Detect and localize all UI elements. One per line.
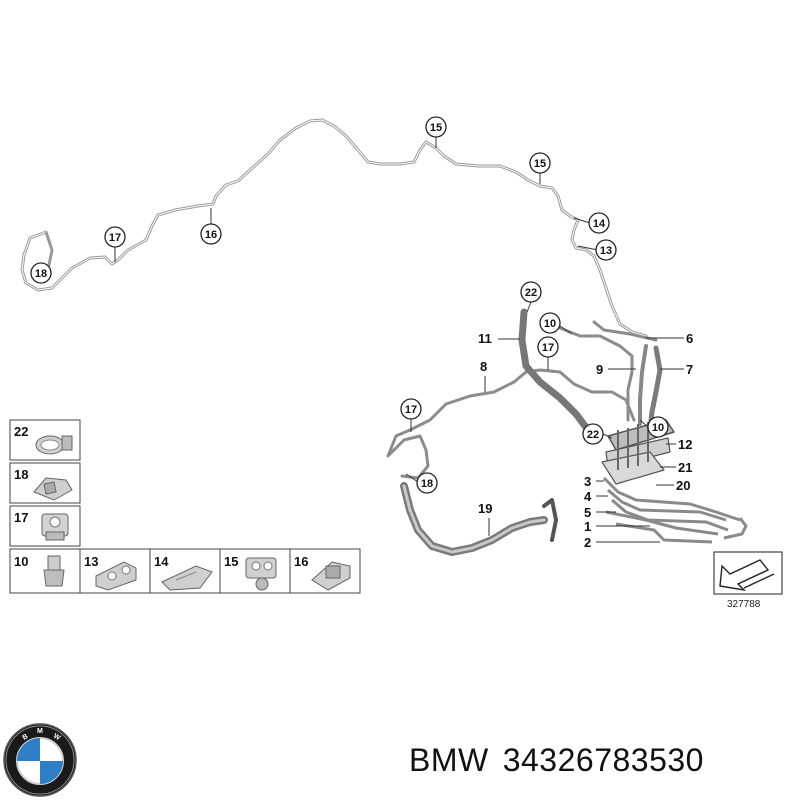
grid-cell-10: 10	[9, 548, 81, 594]
grid-cell-15: 15	[219, 548, 291, 594]
svg-text:16: 16	[205, 229, 217, 241]
bracket-clip-icon	[33, 477, 73, 501]
callout-markers: 15 15 14 13 17 16 18	[30, 116, 669, 494]
arrow-reference-icon	[719, 559, 775, 592]
svg-text:1: 1	[584, 519, 591, 534]
svg-text:4: 4	[584, 489, 592, 504]
svg-text:11: 11	[478, 331, 492, 346]
svg-text:18: 18	[421, 478, 433, 490]
label-11: 11	[478, 331, 520, 346]
svg-text:13: 13	[600, 245, 612, 257]
distribution-block	[601, 419, 748, 544]
middle-brake-pipes	[386, 308, 663, 480]
callout-18-low: 18	[405, 472, 438, 494]
svg-text:5: 5	[584, 505, 591, 520]
svg-text:16: 16	[294, 554, 308, 569]
svg-text:2: 2	[584, 535, 591, 550]
label-1: 1	[584, 519, 650, 534]
svg-text:15: 15	[534, 158, 546, 170]
callout-15-mid: 15	[529, 152, 551, 184]
label-7: 7	[660, 362, 693, 377]
bmw-logo-icon: B M W	[3, 723, 77, 797]
label-20: 20	[656, 478, 690, 493]
svg-text:17: 17	[14, 510, 28, 525]
callout-15-top: 15	[425, 116, 447, 148]
svg-text:22: 22	[525, 287, 537, 299]
part-footer: BMW 34326783530	[409, 742, 718, 779]
svg-text:20: 20	[676, 478, 690, 493]
svg-text:12: 12	[678, 437, 692, 452]
label-19: 19	[478, 501, 492, 536]
svg-text:17: 17	[405, 404, 417, 416]
label-12: 12	[666, 437, 692, 452]
svg-text:6: 6	[686, 331, 693, 346]
svg-text:15: 15	[224, 554, 238, 569]
grid-cell-18: 18	[9, 462, 81, 504]
svg-text:10: 10	[14, 554, 28, 569]
grid-cell-14: 14	[149, 548, 221, 594]
lower-brake-hose	[400, 482, 558, 556]
svg-text:14: 14	[593, 218, 606, 230]
svg-text:19: 19	[478, 501, 492, 516]
callout-13: 13	[577, 239, 617, 261]
label-21: 21	[660, 460, 692, 475]
svg-text:22: 22	[14, 424, 28, 439]
reference-box: 327788	[713, 551, 783, 610]
grommet-icon	[43, 555, 65, 587]
svg-text:9: 9	[596, 362, 603, 377]
svg-text:18: 18	[35, 268, 47, 280]
svg-text:M: M	[37, 728, 43, 735]
label-2: 2	[584, 535, 660, 550]
label-9: 9	[596, 362, 636, 377]
callout-17-left: 17	[104, 226, 126, 262]
pipe-holder-icon	[245, 557, 277, 591]
callout-10-block: 10	[639, 416, 669, 438]
svg-text:10: 10	[652, 422, 664, 434]
clamp-icon	[35, 435, 73, 455]
callout-18-left: 18	[30, 262, 52, 284]
svg-text:3: 3	[584, 474, 591, 489]
grid-cell-17: 17	[9, 505, 81, 547]
label-5: 5	[584, 505, 616, 520]
svg-text:17: 17	[109, 232, 121, 244]
brand-name: BMW	[409, 742, 489, 778]
bracket-icon	[311, 561, 351, 591]
svg-text:B: B	[22, 733, 30, 742]
grid-cell-16: 16	[289, 548, 361, 594]
svg-text:22: 22	[587, 429, 599, 441]
double-clip-icon	[95, 561, 137, 591]
callout-22-block: 22	[582, 423, 613, 445]
parts-grid: 22 18 17	[9, 419, 361, 594]
pipe-clip-icon	[41, 513, 69, 541]
svg-text:7: 7	[686, 362, 693, 377]
svg-text:14: 14	[154, 554, 169, 569]
grid-cell-22: 22	[9, 419, 81, 461]
label-3: 3	[584, 474, 604, 489]
label-4: 4	[584, 489, 608, 504]
callout-10-top: 10	[539, 312, 573, 335]
callout-16: 16	[200, 208, 222, 245]
flat-clip-icon	[161, 565, 213, 591]
label-8: 8	[480, 359, 487, 392]
callout-22-top: 22	[520, 281, 542, 313]
svg-text:18: 18	[14, 467, 28, 482]
svg-text:17: 17	[542, 342, 554, 354]
grid-cell-13: 13	[79, 548, 151, 594]
svg-text:10: 10	[544, 318, 556, 330]
svg-text:13: 13	[84, 554, 98, 569]
reference-number: 327788	[727, 599, 761, 610]
svg-text:15: 15	[430, 122, 442, 134]
part-number: 34326783530	[502, 742, 704, 778]
callout-14: 14	[573, 212, 610, 234]
svg-text:8: 8	[480, 359, 487, 374]
callout-17-low: 17	[400, 398, 422, 432]
label-6: 6	[646, 331, 693, 346]
callout-17-mid: 17	[537, 336, 559, 370]
part-labels: 11 8 6 9 7 12 21 20	[478, 331, 693, 550]
svg-text:21: 21	[678, 460, 692, 475]
svg-text:W: W	[52, 733, 62, 743]
